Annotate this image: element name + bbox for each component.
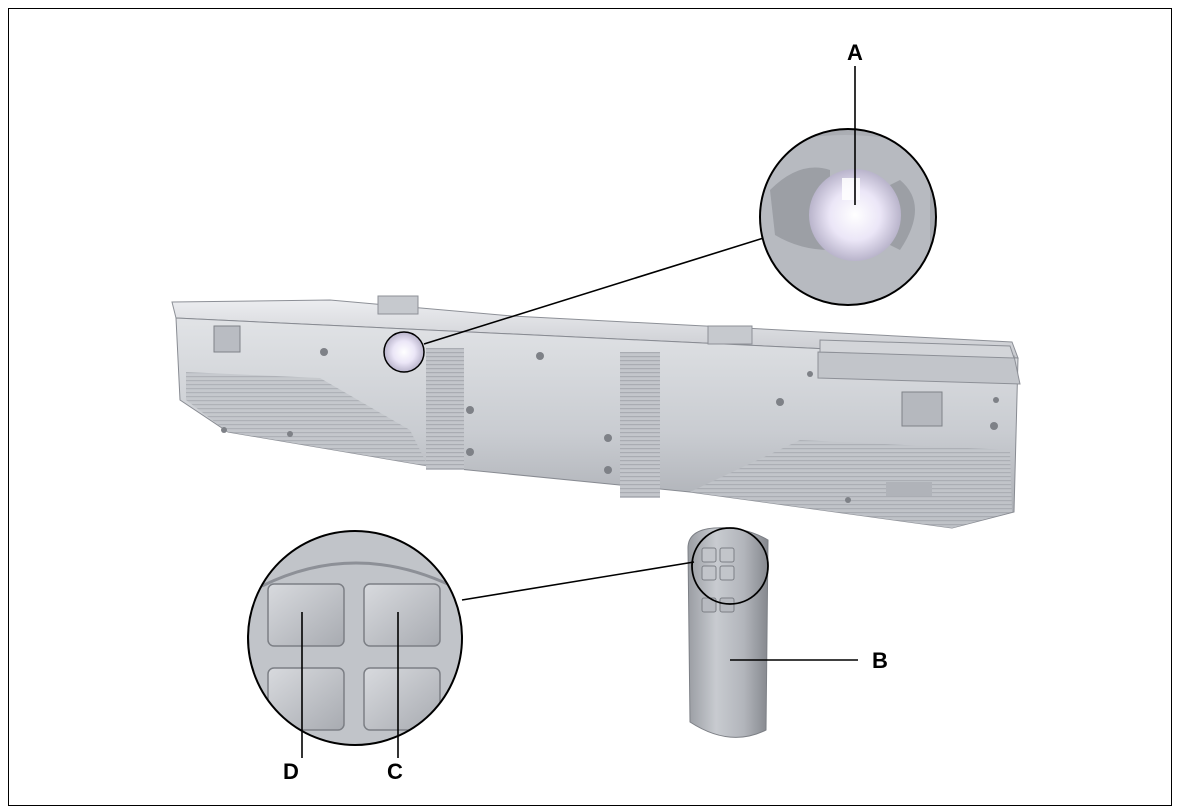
- zoom-detail-led: A: [423, 40, 937, 345]
- remote-button-c: [363, 583, 441, 647]
- receiver-led-zoom-icon: [809, 169, 901, 261]
- remote-control: B: [687, 527, 888, 738]
- zoom-detail-keypad: D C: [247, 530, 695, 784]
- callout-label-c: C: [387, 759, 403, 784]
- receiver-led-icon: [383, 331, 425, 373]
- callout-label-b: B: [872, 648, 888, 673]
- callout-label-a: A: [847, 40, 863, 65]
- figure-frame: [8, 8, 1172, 806]
- callout-label-d: D: [283, 759, 299, 784]
- remote-button-d: [267, 583, 345, 647]
- motor-housing-unit: [171, 295, 1021, 529]
